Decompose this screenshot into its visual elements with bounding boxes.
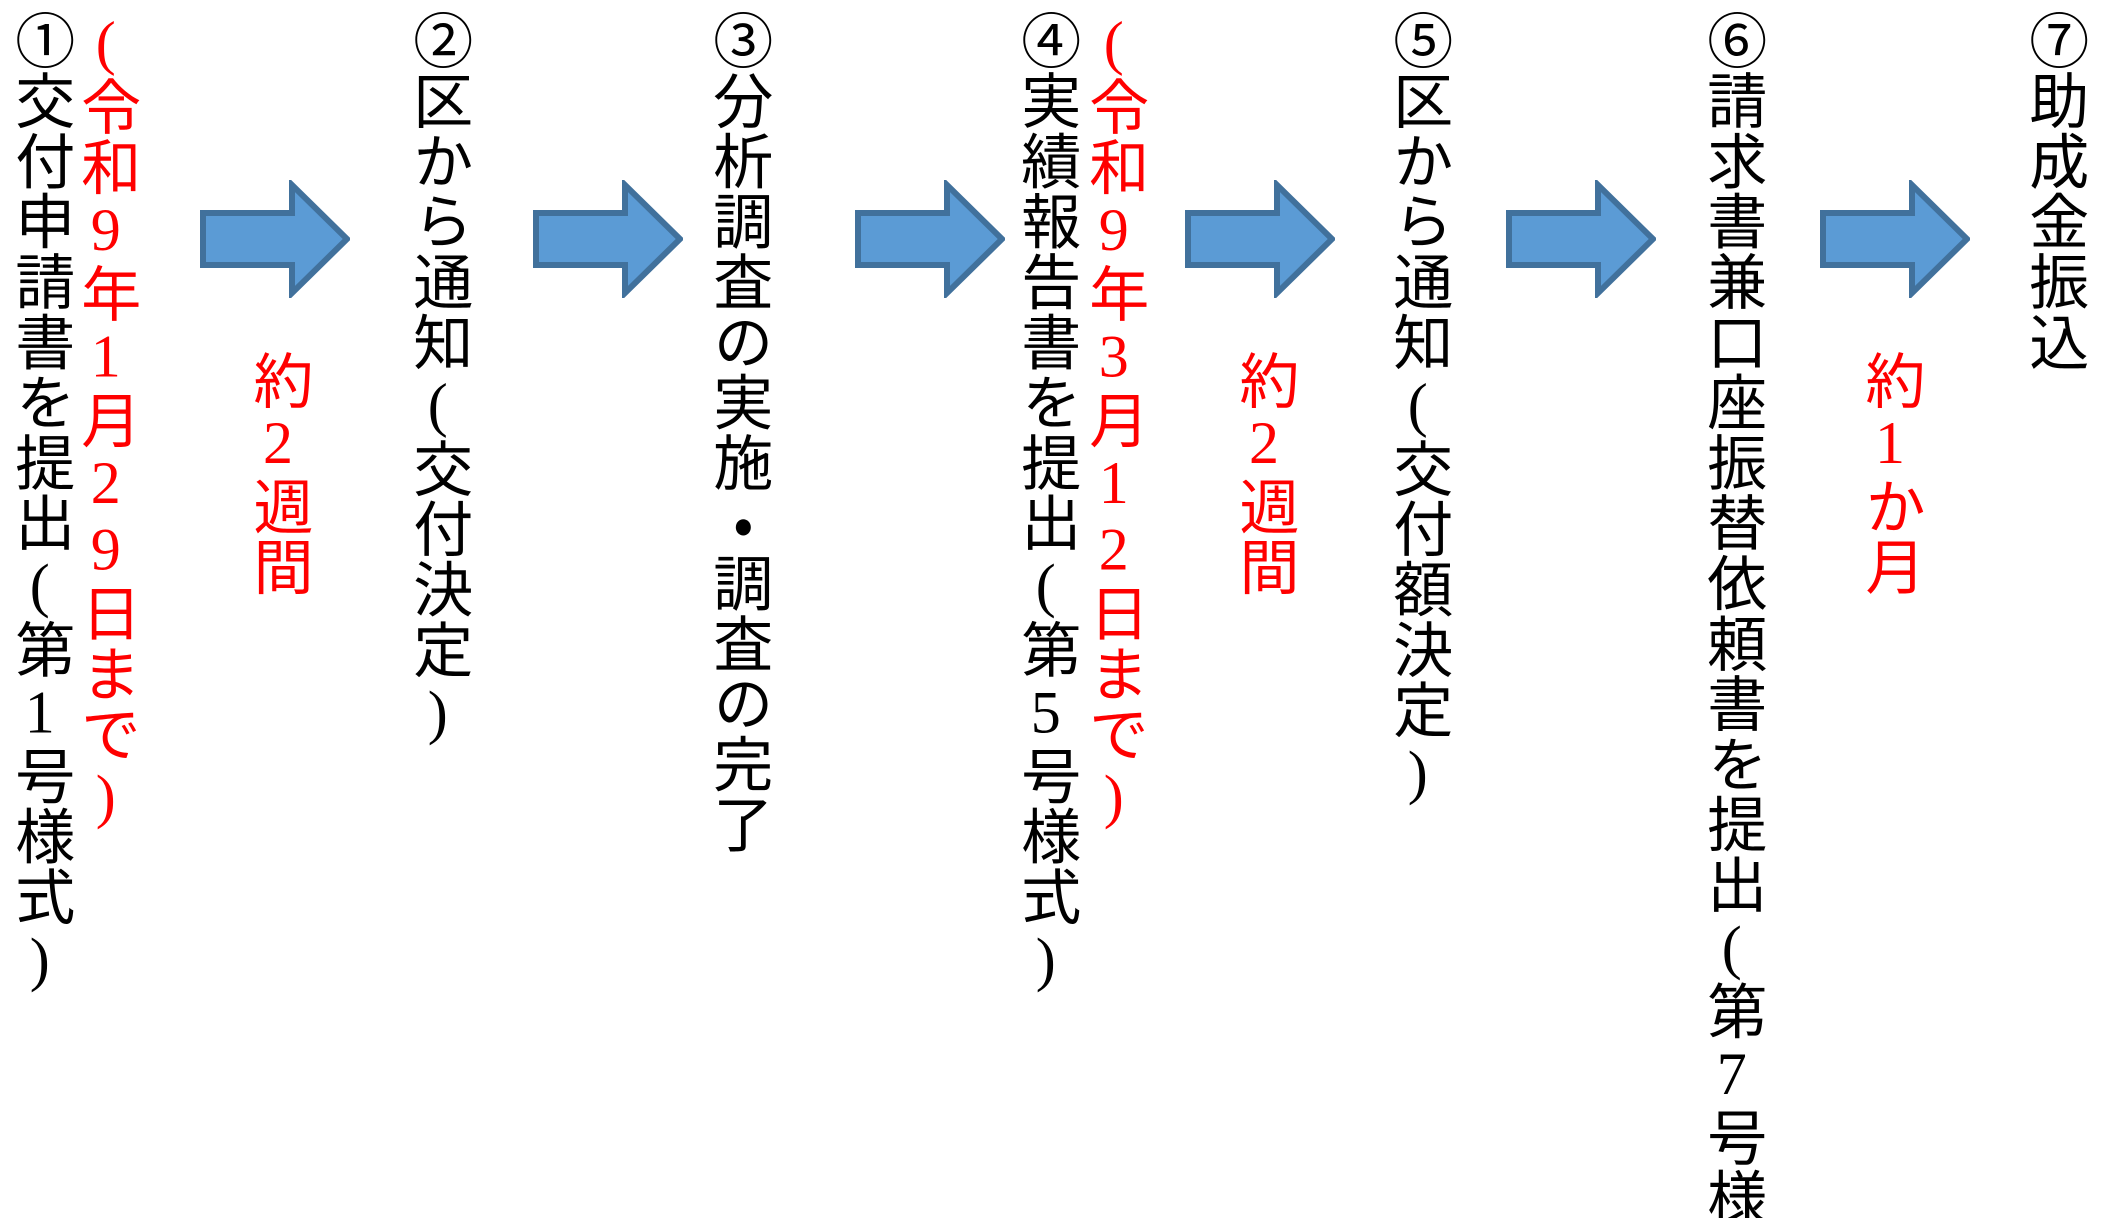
step-4-main-text: ④実績報告書を提出(第5号様式) [1012,10,1079,993]
arrow-step5-to-step6 [1506,180,1656,298]
step-7-main-text: ⑦助成金振込 [2020,10,2087,372]
arrow-step1-to-step2 [200,180,350,298]
arrow-step6-to-step7 [1820,180,1970,298]
arrow-step4-to-step5 [1185,180,1335,298]
step-6-main-text: ⑥請求書兼口座振替依頼書を提出(第7号様式) [1698,10,1765,1218]
arrow-step3-to-step4 [855,180,1005,298]
step-5-main-text: ⑤区から通知(交付額決定) [1384,10,1451,806]
duration-label-step6-step7: 約1か月 [1857,350,1923,596]
step-3-main-text: ③分析調査の実施・調査の完了 [704,10,771,855]
step-1-deadline-note: (令和9年1月29日まで) [72,10,139,830]
duration-label-step4-step5: 約2週間 [1231,350,1297,596]
step-1-main-text: ①交付申請書を提出(第1号様式) [6,10,73,993]
step-4-deadline-note: (令和9年3月12日まで) [1080,10,1147,830]
duration-label-step1-step2: 約2週間 [245,350,311,596]
arrow-step2-to-step3 [533,180,683,298]
step-2-main-text: ②区から通知(交付決定) [404,10,471,746]
